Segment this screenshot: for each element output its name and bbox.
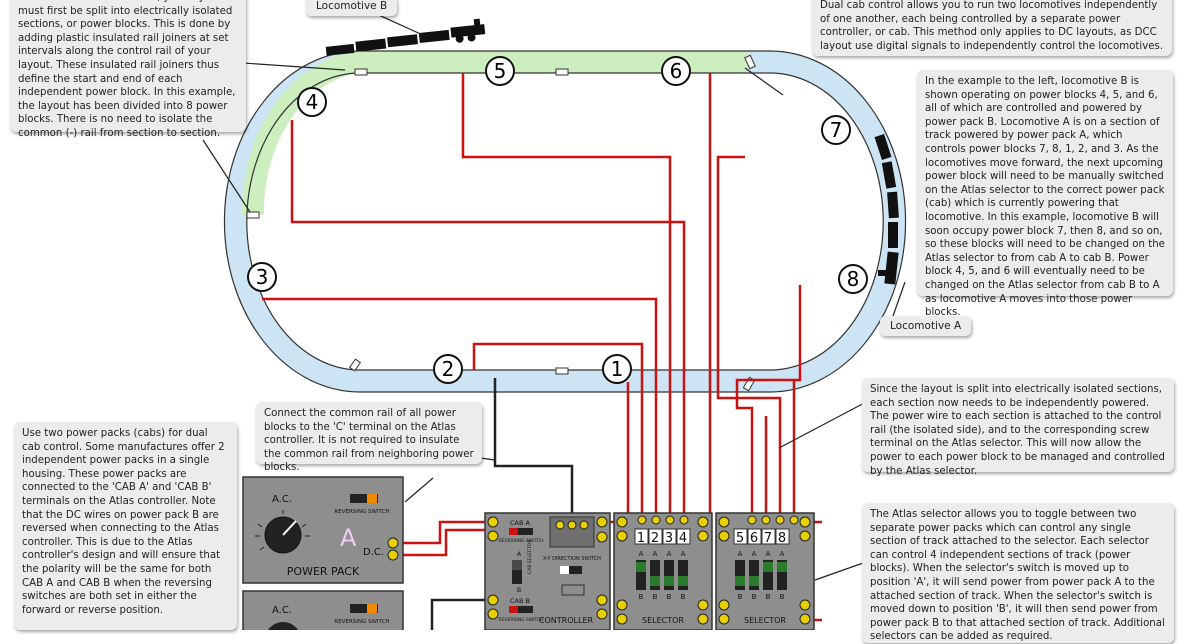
svg-text:CAB B: CAB B <box>510 597 530 605</box>
power-pack-a: A.C. A REVERSING SWITCH D.C. POWER PACK <box>242 476 404 584</box>
svg-text:A: A <box>752 550 757 558</box>
block-circle-1: 1 <box>602 354 632 384</box>
block-circle-6: 6 <box>661 56 691 86</box>
svg-text:A: A <box>340 524 357 552</box>
selector-2: 5 6 7 8 A A A A B B B B SELECTOR <box>715 512 815 630</box>
callout-common-rail: Connect the common rail of all power blo… <box>256 402 482 473</box>
svg-text:A: A <box>639 550 644 558</box>
svg-text:3: 3 <box>665 531 673 546</box>
red-block-wires <box>262 73 822 622</box>
svg-text:SELECTOR: SELECTOR <box>744 616 786 625</box>
svg-text:1: 1 <box>637 531 645 546</box>
svg-text:B: B <box>681 593 686 601</box>
label-locomotive-b: Locomotive B <box>306 0 398 16</box>
block-circle-2: 2 <box>433 354 463 384</box>
svg-text:7: 7 <box>764 531 772 546</box>
svg-text:4: 4 <box>679 531 687 546</box>
svg-text:B: B <box>766 593 771 601</box>
label-locomotive-a: Locomotive A <box>880 316 972 336</box>
callout-atlas-selector: The Atlas selector allows you to toggle … <box>862 503 1174 643</box>
block-circle-8: 8 <box>838 264 868 294</box>
svg-text:A: A <box>738 550 743 558</box>
svg-text:X-Y DIRECTION SWITCH: X-Y DIRECTION SWITCH <box>543 556 601 562</box>
svg-text:CAB SELECTOR: CAB SELECTOR <box>527 540 533 574</box>
svg-text:CAB A: CAB A <box>510 519 531 527</box>
svg-text:8: 8 <box>847 267 860 291</box>
atlas-controller: CAB A REVERSING SWITCH A B CAB SELECTOR … <box>484 512 611 630</box>
svg-text:5: 5 <box>494 59 507 83</box>
block-circle-5: 5 <box>485 56 515 86</box>
common-wire <box>493 378 574 522</box>
track-green-section <box>241 51 748 216</box>
block-circle-3: 3 <box>247 262 277 292</box>
svg-text:B: B <box>780 593 785 601</box>
svg-text:A: A <box>766 550 771 558</box>
svg-text:REVERSING SWITCH: REVERSING SWITCH <box>498 538 543 544</box>
svg-text:5: 5 <box>736 531 744 546</box>
insulated-joiners <box>246 54 756 392</box>
svg-text:REVERSING SWITCH: REVERSING SWITCH <box>334 619 389 625</box>
svg-text:B: B <box>653 593 658 601</box>
svg-text:A: A <box>681 550 686 558</box>
svg-text:POWER PACK: POWER PACK <box>287 565 360 578</box>
wiring-diagram: 1 2 3 4 5 6 7 8 <box>199 11 907 630</box>
svg-text:B: B <box>639 593 644 601</box>
svg-text:A.C.: A.C. <box>272 494 292 505</box>
svg-text:A: A <box>667 550 672 558</box>
callout-power-blocks: To achieve dual cab control, your layout… <box>10 0 246 139</box>
svg-text:B: B <box>752 593 757 601</box>
reversing-switch <box>350 494 378 503</box>
svg-text:8: 8 <box>778 531 786 546</box>
svg-text:REVERSING SWITCH: REVERSING SWITCH <box>334 509 389 515</box>
svg-text:1: 1 <box>611 357 624 381</box>
svg-text:2: 2 <box>442 357 455 381</box>
callout-example: In the example to the left, locomotive B… <box>917 70 1173 318</box>
svg-text:REVERSING SWITCH: REVERSING SWITCH <box>498 617 543 623</box>
svg-text:A: A <box>653 550 658 558</box>
power-pack-b-wire <box>430 598 486 630</box>
locomotive-b-icon <box>325 18 486 56</box>
svg-text:CONTROLLER: CONTROLLER <box>539 616 594 625</box>
svg-text:A: A <box>517 551 522 558</box>
svg-text:7: 7 <box>830 118 843 142</box>
callout-isolated-sections: Since the layout is split into electrica… <box>862 378 1174 477</box>
track-inner-rail <box>246 72 884 371</box>
callout-power-packs: Use two power packs (cabs) for dual cab … <box>14 422 237 630</box>
svg-text:A.C.: A.C. <box>272 605 292 616</box>
svg-text:2: 2 <box>651 531 659 546</box>
svg-text:6: 6 <box>670 59 683 83</box>
block-circle-4: 4 <box>297 87 327 117</box>
svg-text:B: B <box>738 593 743 601</box>
svg-text:4: 4 <box>306 90 319 114</box>
svg-text:A: A <box>780 550 785 558</box>
locomotive-a-icon <box>874 134 899 285</box>
block-number-circles: 1 2 3 4 5 6 7 8 <box>247 56 868 384</box>
svg-text:B: B <box>667 593 672 601</box>
svg-text:D.C.: D.C. <box>363 547 384 558</box>
power-pack-b: A.C. REVERSING SWITCH <box>242 590 404 630</box>
selector-1: 1 2 3 4 A A A A B B B B SELECTOR <box>613 512 713 630</box>
block-circle-7: 7 <box>821 115 851 145</box>
callout-dual-cab: Dual cab control allows you to run two l… <box>812 0 1172 56</box>
svg-text:SELECTOR: SELECTOR <box>642 616 684 625</box>
svg-text:3: 3 <box>256 265 269 289</box>
track-outer-rail <box>223 50 907 393</box>
svg-text:6: 6 <box>750 531 758 546</box>
svg-text:B: B <box>517 587 521 594</box>
